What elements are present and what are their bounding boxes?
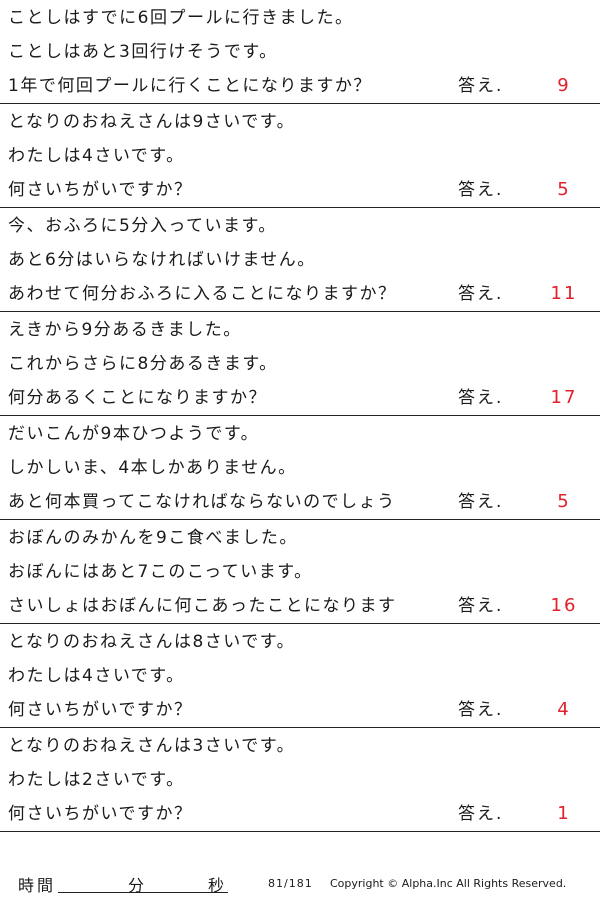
- problem-2: となりのおねえさんは9さいです。 わたしは4さいです。 何さいちがいですか？ 答…: [0, 104, 600, 208]
- footer: 時間 分 秒 81/181 Copyright © Alpha.Inc All …: [0, 872, 600, 896]
- answer-value: 1: [557, 803, 571, 824]
- answer-value: 16: [550, 595, 578, 616]
- problem-line-2: ことしはあと3回行けそうです。: [8, 42, 278, 62]
- problem-question: 何さいちがいですか？: [8, 804, 193, 824]
- problem-line-1: おぼんのみかんを9こ食べました。: [8, 528, 298, 548]
- problem-5: だいこんが9本ひつようです。 しかしいま、4本しかありません。 あと何本買ってこ…: [0, 416, 600, 520]
- problem-line-1: となりのおねえさんは3さいです。: [8, 736, 296, 756]
- problem-question: 何さいちがいですか？: [8, 180, 193, 200]
- problem-question: さいしょはおぼんに何こあったことになります: [8, 596, 397, 616]
- problem-line-1: となりのおねえさんは9さいです。: [8, 112, 296, 132]
- problem-question: 何さいちがいですか？: [8, 700, 193, 720]
- problem-line-2: わたしは4さいです。: [8, 666, 185, 686]
- problem-1: ことしはすでに6回プールに行きました。 ことしはあと3回行けそうです。 1年で何…: [0, 0, 600, 104]
- answer-value: 11: [550, 283, 578, 304]
- problem-question: あわせて何分おふろに入ることになりますか？: [8, 284, 397, 304]
- problem-line-2: わたしは4さいです。: [8, 146, 185, 166]
- problem-question: 何分あるくことになりますか？: [8, 388, 267, 408]
- seconds-label: 秒: [208, 876, 225, 895]
- problem-4: えきから9分あるきました。 これからさらに8分あるきます。 何分あるくことになり…: [0, 312, 600, 416]
- problem-3: 今、おふろに5分入っています。 あと6分はいらなければいけません。 あわせて何分…: [0, 208, 600, 312]
- problem-8: となりのおねえさんは3さいです。 わたしは2さいです。 何さいちがいですか？ 答…: [0, 728, 600, 832]
- answer-label: 答え.: [458, 804, 504, 824]
- problem-list: ことしはすでに6回プールに行きました。 ことしはあと3回行けそうです。 1年で何…: [0, 0, 600, 832]
- problem-question: 1年で何回プールに行くことになりますか？: [8, 76, 372, 96]
- page-number: 81/181: [268, 877, 313, 890]
- answer-label: 答え.: [458, 76, 504, 96]
- problem-question: あと何本買ってこなければならないのでしょう: [8, 492, 396, 512]
- answer-label: 答え.: [458, 388, 504, 408]
- problem-line-2: おぼんにはあと7このこっています。: [8, 562, 313, 582]
- problem-line-1: となりのおねえさんは8さいです。: [8, 632, 296, 652]
- time-entry-blank[interactable]: [58, 892, 228, 893]
- problem-7: となりのおねえさんは8さいです。 わたしは4さいです。 何さいちがいですか？ 答…: [0, 624, 600, 728]
- problem-line-2: あと6分はいらなければいけません。: [8, 250, 316, 270]
- problem-line-1: 今、おふろに5分入っています。: [8, 216, 277, 236]
- answer-label: 答え.: [458, 284, 504, 304]
- answer-label: 答え.: [458, 180, 504, 200]
- minutes-label: 分: [128, 876, 145, 895]
- answer-value: 5: [557, 179, 571, 200]
- answer-value: 17: [550, 387, 578, 408]
- answer-label: 答え.: [458, 700, 504, 720]
- time-label: 時間: [18, 876, 57, 895]
- problem-line-1: ことしはすでに6回プールに行きました。: [8, 8, 354, 28]
- answer-value: 5: [557, 491, 571, 512]
- problem-6: おぼんのみかんを9こ食べました。 おぼんにはあと7このこっています。 さいしょは…: [0, 520, 600, 624]
- problem-line-2: しかしいま、4本しかありません。: [8, 458, 297, 478]
- answer-value: 9: [557, 75, 571, 96]
- problem-line-2: これからさらに8分あるきます。: [8, 354, 278, 374]
- answer-value: 4: [557, 699, 571, 720]
- answer-label: 答え.: [458, 492, 504, 512]
- answer-label: 答え.: [458, 596, 504, 616]
- problem-line-1: えきから9分あるきました。: [8, 320, 242, 340]
- copyright-notice: Copyright © Alpha.Inc All Rights Reserve…: [330, 877, 567, 890]
- problem-line-2: わたしは2さいです。: [8, 770, 185, 790]
- problem-line-1: だいこんが9本ひつようです。: [8, 424, 260, 444]
